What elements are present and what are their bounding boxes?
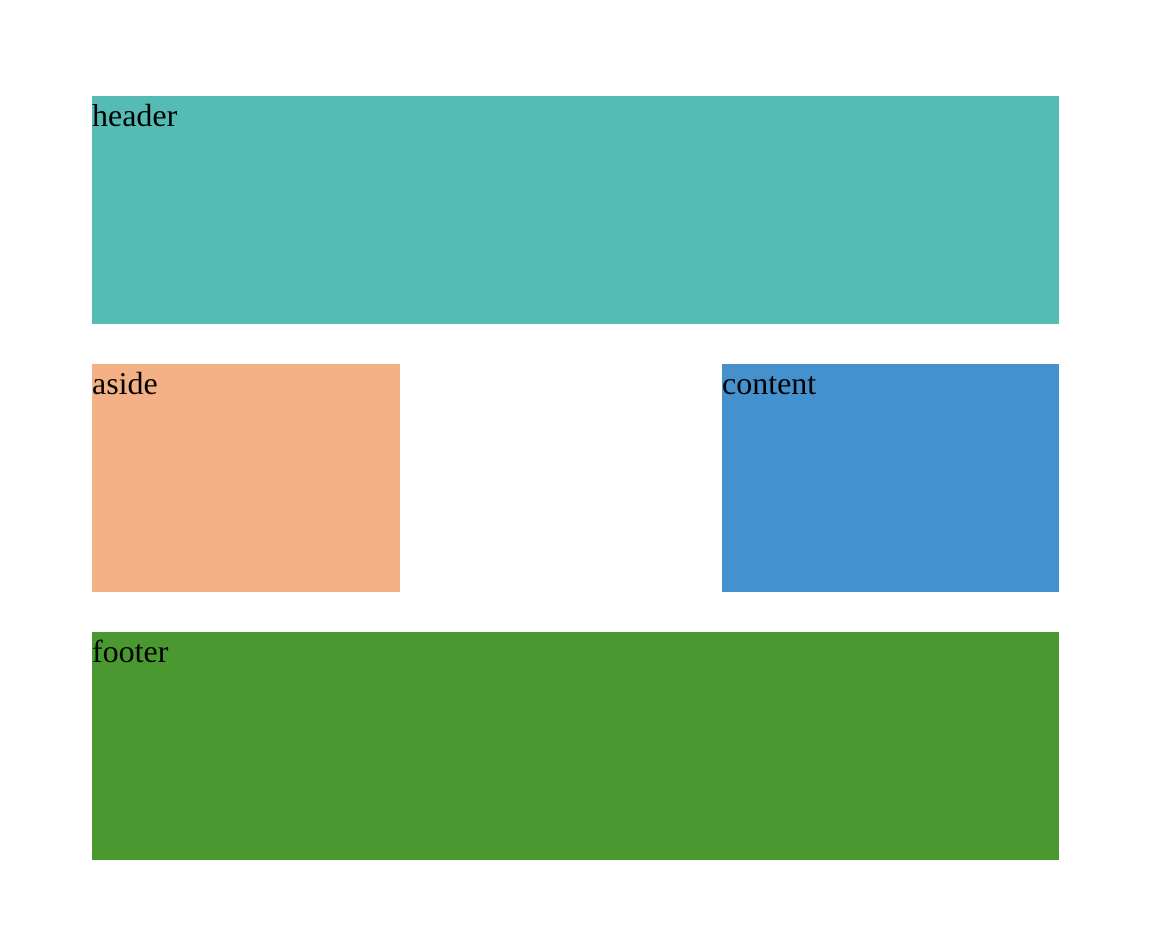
- footer-label: footer: [92, 633, 169, 669]
- aside-label: aside: [92, 365, 158, 401]
- footer-region: footer: [92, 632, 1059, 860]
- header-label: header: [92, 97, 178, 133]
- header-region: header: [92, 96, 1059, 324]
- content-region: content: [722, 364, 1059, 592]
- content-label: content: [722, 365, 817, 401]
- aside-region: aside: [92, 364, 400, 592]
